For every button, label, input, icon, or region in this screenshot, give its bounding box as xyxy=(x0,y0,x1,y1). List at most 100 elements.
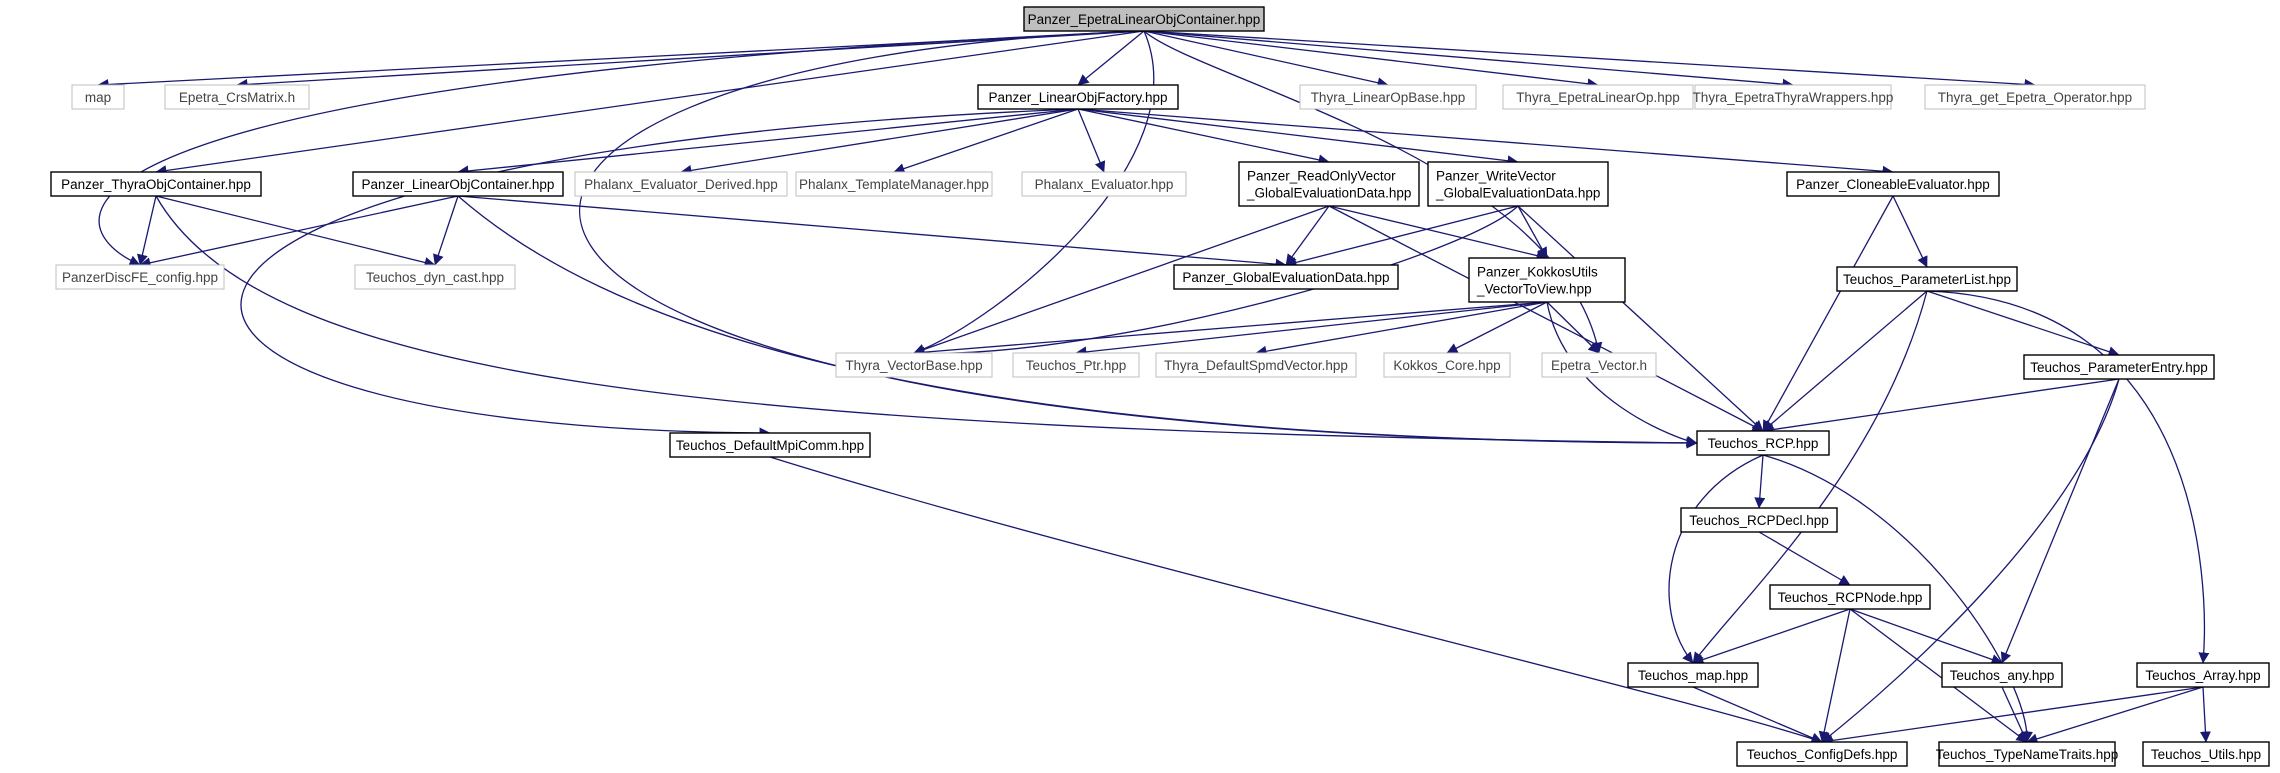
edge-rcp-to-tmap xyxy=(1668,454,1764,664)
edge-kku-to-kokkos xyxy=(1446,301,1548,354)
edge-thyra_objc-to-dyn_cast xyxy=(155,195,436,268)
node-tmap[interactable]: Teuchos_map.hpp xyxy=(1627,662,1759,688)
node-cfgdefs[interactable]: Teuchos_ConfigDefs.hpp xyxy=(1736,741,1908,767)
node-label: Epetra_Vector.h xyxy=(1551,358,1647,373)
node-box xyxy=(1155,352,1357,378)
node-box xyxy=(1012,352,1140,378)
edge-lof-to-ce xyxy=(1077,108,1894,177)
node-kokkos: Kokkos_Core.hpp xyxy=(1383,352,1511,378)
edge-ce-to-rcp xyxy=(1762,195,1894,432)
edge-lof-to-phx_e xyxy=(1077,108,1106,173)
node-label: Thyra_LinearOpBase.hpp xyxy=(1311,90,1466,105)
node-label: Panzer_KokkosUtils xyxy=(1477,265,1598,280)
edge-root-to-thyra_objc xyxy=(155,30,1145,176)
node-ged[interactable]: Panzer_GlobalEvaluationData.hpp xyxy=(1173,264,1399,290)
node-thyra_objc[interactable]: Panzer_ThyraObjContainer.hpp xyxy=(50,171,262,197)
node-label: Teuchos_Utils.hpp xyxy=(2151,747,2261,762)
edge-pl-to-pe xyxy=(1926,290,2120,357)
edge-rcp-to-tnt xyxy=(1762,454,2033,743)
node-kku[interactable]: Panzer_KokkosUtils _VectorToView.hpp xyxy=(1468,257,1626,303)
node-box xyxy=(50,171,262,197)
node-pe[interactable]: Teuchos_ParameterEntry.hpp xyxy=(2023,354,2215,380)
node-dmc[interactable]: Teuchos_DefaultMpiComm.hpp xyxy=(669,432,871,458)
node-box xyxy=(1021,171,1187,197)
node-label: PanzerDiscFE_config.hpp xyxy=(62,270,218,285)
node-box xyxy=(2023,354,2215,380)
node-label: _GlobalEvaluationData.hpp xyxy=(1435,186,1600,201)
node-tarray[interactable]: Teuchos_Array.hpp xyxy=(2136,662,2270,688)
edge-lof-to-rov xyxy=(1077,108,1330,166)
edge-pe-to-tany xyxy=(2000,378,2120,664)
node-label: Teuchos_DefaultMpiComm.hpp xyxy=(676,438,864,453)
node-label: Teuchos_any.hpp xyxy=(1950,668,2055,683)
node-tvb: Thyra_VectorBase.hpp xyxy=(835,352,993,378)
node-label: Panzer_LinearObjContainer.hpp xyxy=(362,177,555,192)
node-label: Panzer_ReadOnlyVector xyxy=(1247,169,1396,184)
node-tutils[interactable]: Teuchos_Utils.hpp xyxy=(2142,741,2270,767)
edge-root-to-pdfe xyxy=(98,30,1145,266)
edge-tarray-to-tnt xyxy=(2026,686,2204,745)
node-root[interactable]: Panzer_EpetraLinearObjContainer.hpp xyxy=(1023,6,1265,32)
node-epetra_crs: Epetra_CrsMatrix.h xyxy=(164,84,310,110)
node-rcpnode[interactable]: Teuchos_RCPNode.hpp xyxy=(1769,584,1931,610)
node-tany[interactable]: Teuchos_any.hpp xyxy=(1941,662,2063,688)
node-thyra_geo: Thyra_get_Epetra_Operator.hpp xyxy=(1924,84,2146,110)
node-box xyxy=(977,84,1179,110)
node-box xyxy=(354,264,516,290)
node-rcp[interactable]: Teuchos_RCP.hpp xyxy=(1696,430,1830,456)
edge-kku-to-evec xyxy=(1546,301,1600,354)
edge-tarray-to-cfgdefs xyxy=(1821,686,2204,746)
node-box xyxy=(55,264,225,290)
node-ce[interactable]: Panzer_CloneableEvaluator.hpp xyxy=(1786,171,2000,197)
node-label: Panzer_GlobalEvaluationData.hpp xyxy=(1182,270,1389,285)
edge-wv-to-tvb xyxy=(913,205,1519,359)
edge-rov-to-ged xyxy=(1285,205,1330,266)
edge-root-to-thyra_etw xyxy=(1143,30,1794,90)
node-box xyxy=(669,432,871,458)
node-label: _VectorToView.hpp xyxy=(1476,282,1592,297)
edge-root-to-thyra_elo xyxy=(1143,30,1599,90)
node-label: Thyra_EpetraThyraWrappers.hpp xyxy=(1693,90,1894,105)
edge-lof-to-loc xyxy=(457,108,1079,177)
edge-root-to-thyra_geo xyxy=(1143,30,2036,90)
node-rov[interactable]: Panzer_ReadOnlyVector_GlobalEvaluationDa… xyxy=(1238,161,1420,207)
node-box xyxy=(1627,662,1759,688)
edge-pe-to-cfgdefs xyxy=(1821,378,2120,743)
node-box xyxy=(1769,584,1931,610)
node-tnt[interactable]: Teuchos_TypeNameTraits.hpp xyxy=(1936,741,2119,767)
node-label: Teuchos_ConfigDefs.hpp xyxy=(1747,747,1898,762)
edge-root-to-epetra_crs xyxy=(236,30,1145,90)
node-label: Teuchos_RCPDecl.hpp xyxy=(1689,513,1829,528)
node-label: Teuchos_TypeNameTraits.hpp xyxy=(1936,747,2119,762)
edge-lof-to-dmc xyxy=(240,108,1079,439)
edge-rcpnode-to-tnt xyxy=(1849,608,2028,743)
node-loc[interactable]: Panzer_LinearObjContainer.hpp xyxy=(352,171,564,197)
edge-kku-to-tdsv xyxy=(1255,301,1548,357)
node-box xyxy=(1541,352,1657,378)
node-pl[interactable]: Teuchos_ParameterList.hpp xyxy=(1836,266,2018,292)
node-thyra_elo: Thyra_EpetraLinearOp.hpp xyxy=(1502,84,1694,110)
node-wv[interactable]: Panzer_WriteVector_GlobalEvaluationData.… xyxy=(1427,161,1609,207)
edge-ce-to-pl xyxy=(1892,195,1928,268)
node-box xyxy=(1383,352,1511,378)
node-box xyxy=(795,171,993,197)
node-tptr: Teuchos_Ptr.hpp xyxy=(1012,352,1140,378)
node-label: Phalanx_Evaluator_Derived.hpp xyxy=(584,177,778,192)
node-box xyxy=(352,171,564,197)
edge-rcp-to-rcpdecl xyxy=(1754,454,1766,509)
node-label: Kokkos_Core.hpp xyxy=(1393,358,1500,373)
edge-loc-to-pdfe xyxy=(139,195,459,269)
node-label: Teuchos_ParameterList.hpp xyxy=(1843,272,2011,287)
edge-dmc-to-cfgdefs xyxy=(769,456,1823,744)
node-box xyxy=(1238,161,1420,207)
node-lof[interactable]: Panzer_LinearObjFactory.hpp xyxy=(977,84,1179,110)
node-box xyxy=(1502,84,1694,110)
node-phx_tm: Phalanx_TemplateManager.hpp xyxy=(795,171,993,197)
node-rcpdecl[interactable]: Teuchos_RCPDecl.hpp xyxy=(1680,507,1838,533)
node-box xyxy=(1924,84,2146,110)
edge-tmap-to-cfgdefs xyxy=(1692,686,1823,743)
edge-lof-to-wv xyxy=(1077,108,1519,167)
node-box xyxy=(1023,6,1265,32)
